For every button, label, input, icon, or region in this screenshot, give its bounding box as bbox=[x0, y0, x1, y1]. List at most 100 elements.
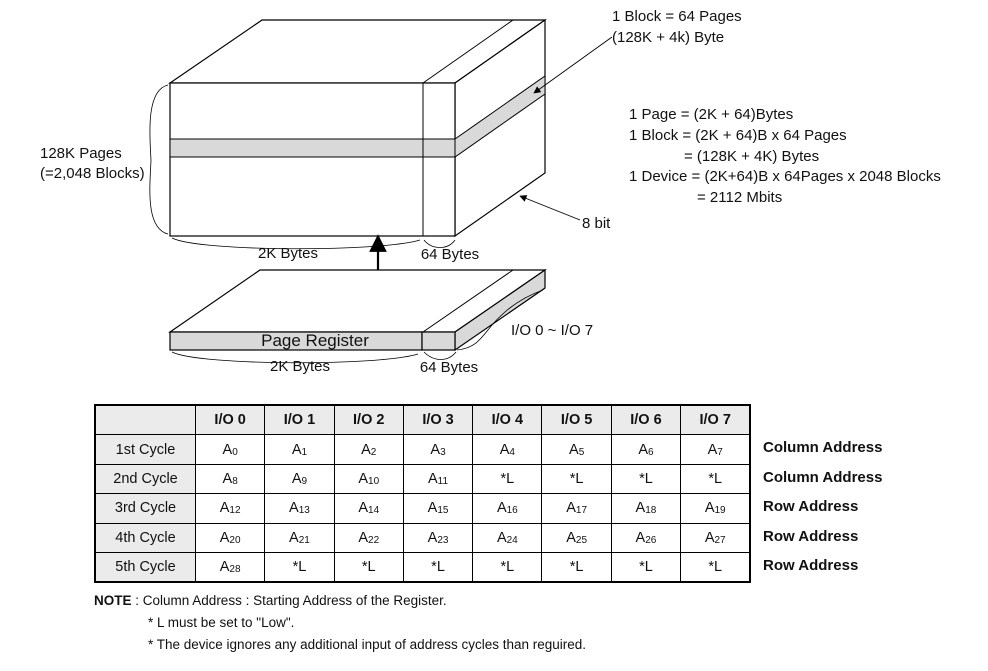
address-bit-cell: A22 bbox=[333, 522, 404, 553]
address-bit-cell: A10 bbox=[333, 463, 404, 495]
address-bit-cell: A23 bbox=[402, 522, 474, 553]
address-bit-cell: A8 bbox=[194, 463, 266, 495]
address-bit-cell: A11 bbox=[402, 463, 474, 495]
address-type-label: Row Address bbox=[763, 498, 859, 516]
address-bit-cell: *L bbox=[333, 551, 404, 583]
array-front-face bbox=[169, 82, 456, 237]
block-size-bytes-label: (128K + 4k) Byte bbox=[612, 29, 725, 46]
io-header: I/O 1 bbox=[264, 404, 335, 436]
register-spare-brace bbox=[423, 351, 457, 360]
table-corner-cell bbox=[94, 404, 196, 436]
address-bit-cell: *L bbox=[472, 463, 543, 495]
address-bit-cell: A5 bbox=[541, 434, 612, 465]
address-bit-cell: *L bbox=[610, 463, 682, 495]
address-bit-cell: *L bbox=[264, 551, 335, 583]
address-bit-cell: A2 bbox=[333, 434, 404, 465]
address-type-label: Row Address bbox=[763, 557, 859, 575]
address-bit-cell: A3 bbox=[402, 434, 474, 465]
address-bit-cell: *L bbox=[541, 551, 612, 583]
pages-count-label: 128K Pages bbox=[40, 145, 122, 162]
io-header: I/O 4 bbox=[472, 404, 543, 436]
page-stripe bbox=[169, 138, 456, 158]
address-bit-cell: *L bbox=[680, 463, 751, 495]
address-bit-cell: *L bbox=[680, 551, 751, 583]
address-cycle-table: I/O 0 I/O 1 I/O 2 I/O 3 I/O 4 I/O 5 I/O … bbox=[94, 404, 752, 584]
note-line-2: * L must be set to "Low". bbox=[148, 615, 295, 630]
address-bit-cell: A1 bbox=[264, 434, 335, 465]
address-bit-cell: A14 bbox=[333, 493, 404, 524]
address-bit-cell: *L bbox=[541, 463, 612, 495]
bit-width-label: 8 bit bbox=[582, 215, 611, 232]
note-text: : Column Address : Starting Address of t… bbox=[131, 593, 447, 608]
address-bit-cell: A25 bbox=[541, 522, 612, 553]
note-line-1: NOTE : Column Address : Starting Address… bbox=[94, 593, 447, 608]
address-bit-cell: A26 bbox=[610, 522, 682, 553]
spare-bytes-brace bbox=[423, 239, 456, 248]
note-line-3: * The device ignores any additional inpu… bbox=[148, 637, 587, 652]
register-spare-bytes-label: 64 Bytes bbox=[419, 359, 479, 376]
address-bit-cell: A18 bbox=[610, 493, 682, 524]
address-bit-cell: A28 bbox=[194, 551, 266, 583]
address-bit-cell: A9 bbox=[264, 463, 335, 495]
address-bit-cell: A12 bbox=[194, 493, 266, 524]
register-spare-front bbox=[421, 331, 456, 351]
pages-brace bbox=[149, 84, 169, 235]
address-bit-cell: A0 bbox=[194, 434, 266, 465]
address-bit-cell: A17 bbox=[541, 493, 612, 524]
address-bit-cell: A24 bbox=[472, 522, 543, 553]
io-header: I/O 0 bbox=[194, 404, 266, 436]
address-bit-cell: A13 bbox=[264, 493, 335, 524]
memory-array-diagram bbox=[149, 18, 613, 364]
address-bit-cell: A20 bbox=[194, 522, 266, 553]
note-label: NOTE bbox=[94, 593, 132, 608]
cycle-label: 3rd Cycle bbox=[94, 493, 196, 524]
address-bit-cell: A7 bbox=[680, 434, 751, 465]
address-bit-cell: A6 bbox=[610, 434, 682, 465]
cycle-label: 4th Cycle bbox=[94, 522, 196, 553]
array-data-bytes-label: 2K Bytes bbox=[257, 245, 319, 262]
io-header: I/O 5 bbox=[541, 404, 612, 436]
address-bit-cell: *L bbox=[610, 551, 682, 583]
io-header: I/O 3 bbox=[402, 404, 474, 436]
formula-block-result: = (128K + 4K) Bytes bbox=[684, 148, 820, 165]
cycle-label: 2nd Cycle bbox=[94, 463, 196, 495]
formula-device-result: = 2112 Mbits bbox=[697, 189, 783, 206]
block-size-label: 1 Block = 64 Pages bbox=[612, 8, 742, 25]
address-bit-cell: A4 bbox=[472, 434, 543, 465]
address-bit-cell: A16 bbox=[472, 493, 543, 524]
blocks-count-label: (=2,048 Blocks) bbox=[40, 165, 145, 182]
bit-pointer-arrow bbox=[519, 195, 581, 221]
address-type-label: Column Address bbox=[763, 468, 883, 486]
address-bit-cell: A21 bbox=[264, 522, 335, 553]
block-pointer-arrow bbox=[533, 36, 613, 94]
array-spare-bytes-label: 64 Bytes bbox=[420, 246, 480, 263]
cycle-label: 5th Cycle bbox=[94, 551, 196, 583]
register-data-bytes-label: 2K Bytes bbox=[269, 358, 331, 375]
address-bit-cell: *L bbox=[472, 551, 543, 583]
address-bit-cell: A27 bbox=[680, 522, 751, 553]
address-type-label: Column Address bbox=[763, 439, 883, 456]
formula-block: 1 Block = (2K + 64)B x 64 Pages bbox=[629, 127, 847, 144]
io-header: I/O 6 bbox=[610, 404, 682, 436]
address-bit-cell: *L bbox=[402, 551, 474, 583]
io-header: I/O 2 bbox=[333, 404, 404, 436]
address-type-label: Row Address bbox=[763, 527, 859, 545]
spare-area-column bbox=[422, 82, 456, 237]
address-bit-cell: A15 bbox=[402, 493, 474, 524]
formula-device: 1 Device = (2K+64)B x 64Pages x 2048 Blo… bbox=[629, 168, 941, 185]
data-bytes-brace bbox=[171, 237, 421, 250]
register-data-brace bbox=[171, 351, 419, 364]
io-brace bbox=[456, 289, 544, 351]
io-header: I/O 7 bbox=[680, 404, 751, 436]
page-register-label: Page Register bbox=[261, 331, 369, 350]
address-bit-cell: A19 bbox=[680, 493, 751, 524]
table-header-row: I/O 0 I/O 1 I/O 2 I/O 3 I/O 4 I/O 5 I/O … bbox=[94, 404, 751, 436]
formula-page: 1 Page = (2K + 64)Bytes bbox=[629, 106, 794, 123]
cycle-label: 1st Cycle bbox=[94, 434, 196, 465]
io-range-label: I/O 0 ~ I/O 7 bbox=[511, 322, 594, 339]
